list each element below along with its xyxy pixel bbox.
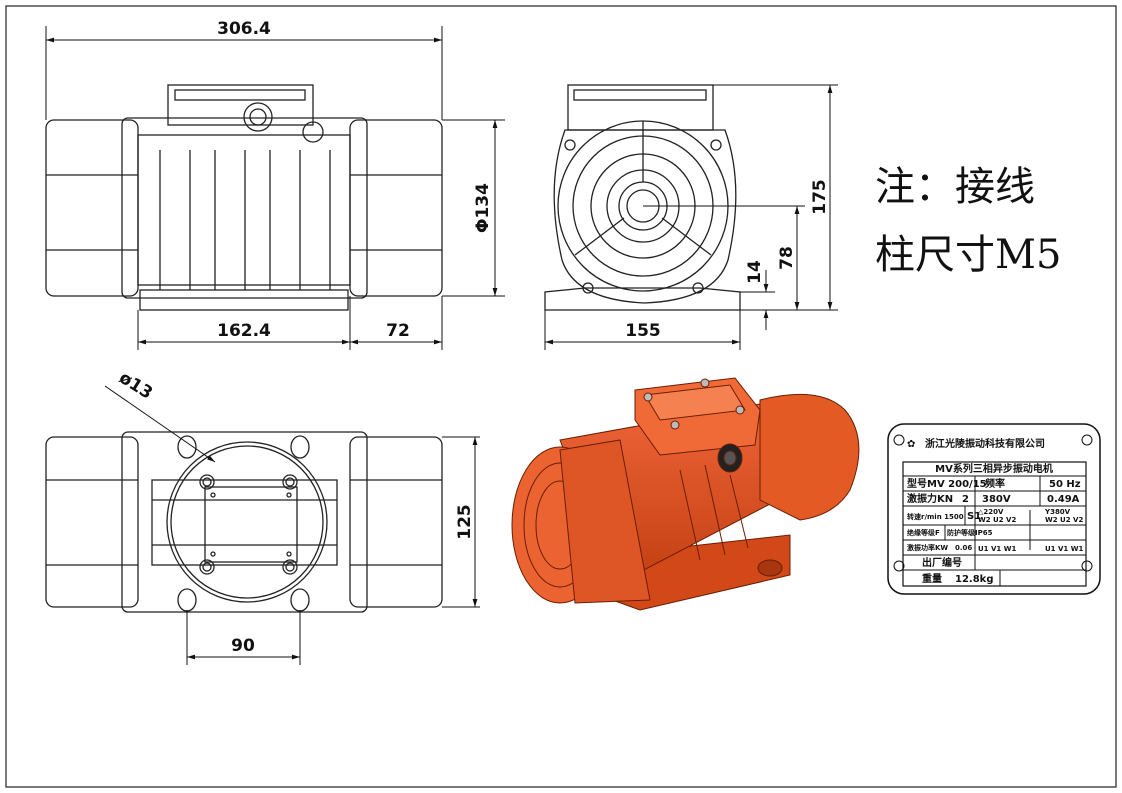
nameplate-star: Y380V	[1044, 508, 1071, 516]
nameplate-delta: △220V	[978, 508, 1004, 516]
nameplate-title: MV系列三相异步振动电机	[935, 462, 1053, 475]
dim-hole-spacing: 90	[231, 636, 255, 656]
nameplate-voltage: 380V	[982, 494, 1011, 505]
front-view	[45, 84, 443, 311]
nameplate-serial-label: 出厂编号	[922, 556, 962, 569]
nameplate-terminals-bottom-star: U1 V1 W1	[1045, 545, 1083, 553]
nameplate-freq-value: 50 Hz	[1049, 479, 1081, 490]
dim-diameter: Φ134	[473, 183, 493, 233]
dim-mount-width: 125	[455, 504, 475, 540]
nameplate-insulation: 绝缘等级F	[907, 528, 940, 537]
nameplate-weight-label: 重量	[922, 572, 942, 585]
dim-total-height: 175	[810, 179, 830, 215]
nameplate-force-label: 激振力KN	[907, 492, 953, 505]
side-view	[544, 84, 741, 311]
dim-body-length: 162.4	[217, 321, 271, 341]
dim-base-height: 14	[745, 260, 765, 284]
dim-base-width: 155	[625, 321, 661, 341]
nameplate-current: 0.49A	[1047, 494, 1080, 505]
nameplate-power-label: 激振功率KW	[907, 543, 948, 552]
nameplate-freq-label: 频率	[985, 477, 1005, 490]
top-view	[45, 431, 443, 613]
nameplate-logo-icon: ✿	[907, 439, 915, 450]
side-view-dimensions	[544, 84, 838, 350]
nameplate-force-value: 2	[962, 494, 969, 505]
dim-hole-diameter: ø13	[115, 368, 156, 404]
nameplate-weight-value: 12.8kg	[955, 574, 993, 585]
nameplate-speed: 转速r/min 1500	[907, 512, 964, 521]
nameplate-terminals-bottom-delta: U1 V1 W1	[978, 545, 1016, 553]
motor-3d-render	[511, 377, 860, 611]
nameplate-company: 浙江光陵振动科技有限公司	[925, 437, 1045, 450]
nameplate-power-value: 0.06	[955, 544, 972, 552]
dim-shaft-height: 78	[777, 246, 797, 270]
dim-end-cap: 72	[386, 321, 410, 341]
nameplate-duty: S1	[967, 511, 981, 522]
dim-overall-length: 306.4	[217, 19, 271, 39]
nameplate	[887, 423, 1101, 595]
sheet-border	[5, 5, 1117, 788]
front-view-dimensions	[45, 26, 505, 350]
nameplate-terminals-top-delta: W2 U2 V2	[978, 516, 1016, 524]
note-line-1: 注：接线	[875, 164, 1035, 210]
nameplate-model: 型号MV 200/15	[907, 477, 987, 490]
nameplate-terminals-top-star: W2 U2 V2	[1045, 516, 1083, 524]
top-view-dimensions	[104, 385, 480, 665]
note-line-2: 柱尺寸M5	[875, 232, 1061, 278]
nameplate-protection: 防护等级IP65	[947, 528, 993, 537]
